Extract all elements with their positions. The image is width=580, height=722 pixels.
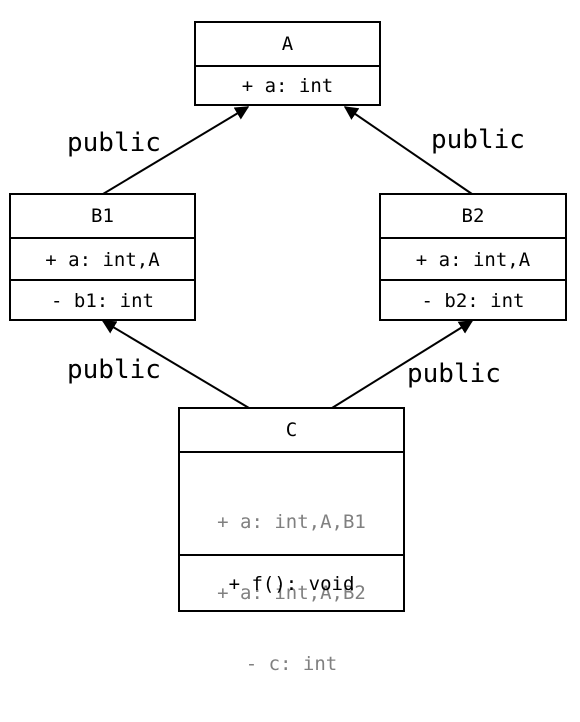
- class-c-name: C: [285, 419, 298, 441]
- class-b2-attribute: + a: int,A: [381, 237, 565, 279]
- edge-label-c-b1: public: [67, 355, 161, 385]
- class-c-attribute-inherited-b1: + a: int,A,B1: [217, 511, 366, 533]
- edge-label-b2-a: public: [431, 125, 525, 155]
- class-a-attribute: + a: int: [196, 65, 379, 104]
- edge-b1-to-a: [102, 106, 250, 195]
- class-a-box[interactable]: A + a: int: [194, 21, 381, 106]
- class-b1-attribute: + a: int,A: [11, 237, 194, 279]
- class-b2-box[interactable]: B2 + a: int,A - b2: int: [379, 193, 567, 321]
- edge-c-to-b2: [331, 320, 474, 409]
- edge-c-to-b1: [101, 320, 250, 409]
- class-c-box[interactable]: C + a: int,A,B1 + a: int,A,B2 - c: int +…: [178, 407, 405, 675]
- class-b2-name: B2: [461, 205, 485, 227]
- class-b2-private-attribute: - b2: int: [381, 279, 565, 319]
- class-b1-name: B1: [91, 205, 114, 227]
- edge-b2-to-a: [343, 106, 473, 195]
- inheritance-edges: [101, 106, 474, 409]
- class-c-attribute-inherited-b2: + a: int,A,B2: [217, 582, 366, 604]
- class-b1-private-attribute: - b1: int: [11, 279, 194, 319]
- class-b1-box[interactable]: B1 + a: int,A - b1: int: [9, 193, 196, 321]
- class-c-private-attribute: - c: int: [245, 653, 338, 675]
- class-c-attributes: + a: int,A,B1 + a: int,A,B2 - c: int: [180, 451, 403, 675]
- class-a-name: A: [281, 33, 294, 55]
- edge-label-c-b2: public: [407, 359, 501, 389]
- edge-label-b1-a: public: [67, 128, 161, 158]
- class-c-method: + f(): void: [180, 554, 403, 610]
